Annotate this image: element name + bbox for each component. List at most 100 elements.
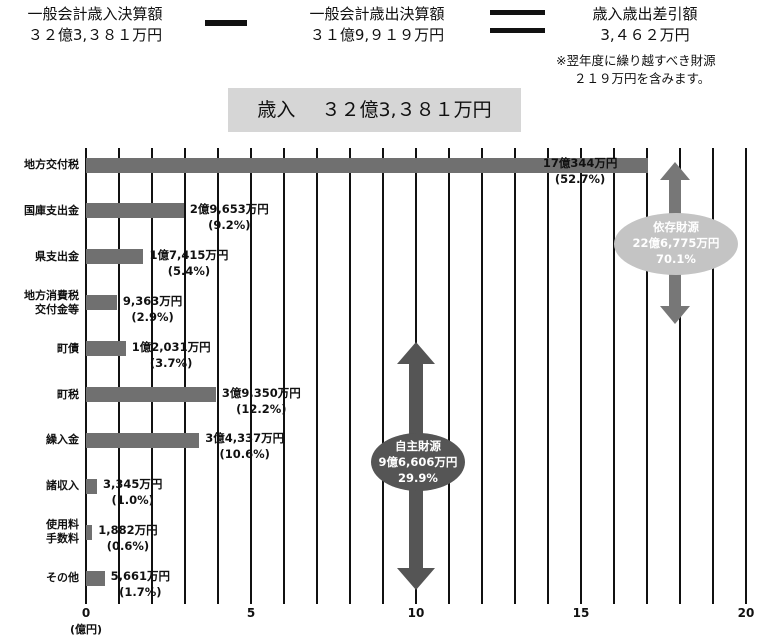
- gridline: [217, 148, 219, 604]
- value-percent: (12.2%): [236, 401, 287, 416]
- bar: [86, 570, 105, 586]
- independent-value: 9億6,606万円: [378, 455, 458, 469]
- gridline: [382, 148, 384, 604]
- carryover-note: ※翌年度に繰り越すべき財源 ２１９万円を含みます。: [556, 52, 716, 88]
- category-label: 国庫支出金: [24, 203, 79, 217]
- value-label: 17億344万円 (52.7%): [530, 155, 630, 187]
- x-axis-unit: (億円): [69, 623, 103, 636]
- category-label: 地方交付税: [24, 158, 79, 171]
- gridline: [283, 148, 285, 604]
- dependent-annotation: 依存財源 22億6,775万円 70.1%: [614, 219, 738, 267]
- gridline: [646, 148, 648, 604]
- diff-summary: 歳入歳出差引額 3,４６２万円: [570, 4, 720, 46]
- bar: [86, 203, 184, 219]
- x-tick-label: 0: [81, 606, 91, 620]
- value-percent: (3.7%): [149, 355, 193, 370]
- gridline: [613, 148, 615, 604]
- gridline: [547, 148, 549, 604]
- value-label: 1,882万円(0.6%): [98, 522, 157, 554]
- gridline: [448, 148, 450, 604]
- gridline: [151, 148, 153, 604]
- value-percent: (9.2%): [208, 217, 251, 232]
- value-label: 3億4,337万円(10.6%): [205, 430, 284, 462]
- value-label: 5,661万円(1.7%): [111, 568, 170, 600]
- gridline: [250, 148, 252, 604]
- value-amount: 3,345万円: [103, 477, 163, 492]
- bar: [86, 295, 117, 311]
- value-percent: (10.6%): [219, 447, 270, 462]
- gridline: [184, 148, 186, 604]
- value-label: 1億7,415万円(5.4%): [149, 247, 228, 279]
- category-label: 県支出金: [35, 249, 79, 263]
- minus-sign-icon: [205, 20, 247, 26]
- gridline: [712, 148, 714, 604]
- value-percent: (1.7%): [119, 585, 162, 600]
- value-amount: 3億4,337万円: [205, 431, 285, 446]
- value-percent: (52.7%): [554, 172, 606, 186]
- value-label: 9,363万円(2.9%): [123, 293, 182, 325]
- bar: [86, 157, 649, 173]
- value-amount: 5,661万円: [110, 569, 171, 584]
- value-label: 2億9,653万円(9.2%): [190, 201, 269, 233]
- value-label: 3,345万円(1.0%): [103, 476, 162, 508]
- bar: [86, 478, 98, 494]
- equals-sign-icon-lower: [490, 28, 545, 33]
- gridline: [679, 148, 681, 604]
- value-percent: (1.0%): [111, 493, 154, 508]
- value-amount: 9,363万円: [122, 293, 183, 308]
- expense-value: ３１億9,９１９万円: [309, 26, 445, 44]
- value-amount: 1,882万円: [98, 523, 158, 538]
- bar: [86, 387, 216, 402]
- gridline: [514, 148, 516, 604]
- dependent-value: 22億6,775万円: [632, 236, 720, 250]
- gridline: [580, 148, 582, 604]
- gridline: [481, 148, 483, 604]
- category-label: 繰入金: [46, 433, 79, 447]
- bar: [86, 249, 144, 265]
- revenue-total-banner: 歳入 ３２億3,３８１万円: [228, 88, 521, 132]
- revenue-summary: 一般会計歳入決算額 ３２億3,３８１万円: [0, 4, 190, 46]
- note-line-2: ２１９万円を含みます。: [574, 71, 711, 86]
- independent-ellipse: [371, 433, 465, 491]
- gridline: [118, 148, 120, 604]
- bar: [86, 432, 200, 448]
- revenue-title: 一般会計歳入決算額: [27, 5, 163, 23]
- independent-percent: 29.9%: [398, 471, 438, 485]
- gridline: [349, 148, 351, 604]
- revenue-value: ３２億3,３８１万円: [27, 26, 163, 44]
- gridline: [85, 148, 87, 604]
- value-percent: (2.9%): [131, 309, 174, 324]
- value-amount: 17億344万円: [542, 156, 618, 170]
- x-tick-label: 10: [407, 606, 425, 620]
- banner-value: ３２億3,３８１万円: [321, 99, 492, 121]
- dependent-ellipse: [614, 213, 738, 275]
- value-amount: 1億7,415万円: [149, 247, 229, 262]
- x-tick-label: 15: [572, 606, 590, 620]
- diff-title: 歳入歳出差引額: [592, 5, 698, 23]
- category-label: 使用料手数料: [46, 518, 79, 546]
- banner-label: 歳入: [257, 99, 296, 121]
- value-percent: (0.6%): [106, 539, 150, 554]
- diff-value: 3,４６２万円: [600, 26, 690, 44]
- equals-sign-icon: [490, 10, 545, 15]
- gridline: [316, 148, 318, 604]
- independent-name: 自主財源: [395, 439, 441, 453]
- value-label: 3億9,350万円(12.2%): [222, 385, 301, 417]
- category-label: 町債: [57, 341, 79, 355]
- independent-annotation: 自主財源 9億6,606万円 29.9%: [370, 438, 466, 486]
- bar: [86, 524, 93, 540]
- category-label: 地方消費税交付金等: [24, 288, 79, 316]
- value-amount: 3億9,350万円: [221, 385, 301, 400]
- note-line-1: ※翌年度に繰り越すべき財源: [556, 53, 716, 68]
- x-tick-label: 20: [737, 606, 755, 620]
- bar: [86, 341, 126, 357]
- dependent-name: 依存財源: [653, 220, 699, 234]
- category-label: その他: [46, 571, 79, 585]
- expense-summary: 一般会計歳出決算額 ３１億9,９１９万円: [282, 4, 472, 46]
- category-label: 町税: [57, 387, 79, 401]
- gridline: [745, 148, 747, 604]
- dependent-percent: 70.1%: [656, 252, 696, 266]
- value-amount: 1億2,031万円: [131, 339, 211, 354]
- expense-title: 一般会計歳出決算額: [309, 5, 445, 23]
